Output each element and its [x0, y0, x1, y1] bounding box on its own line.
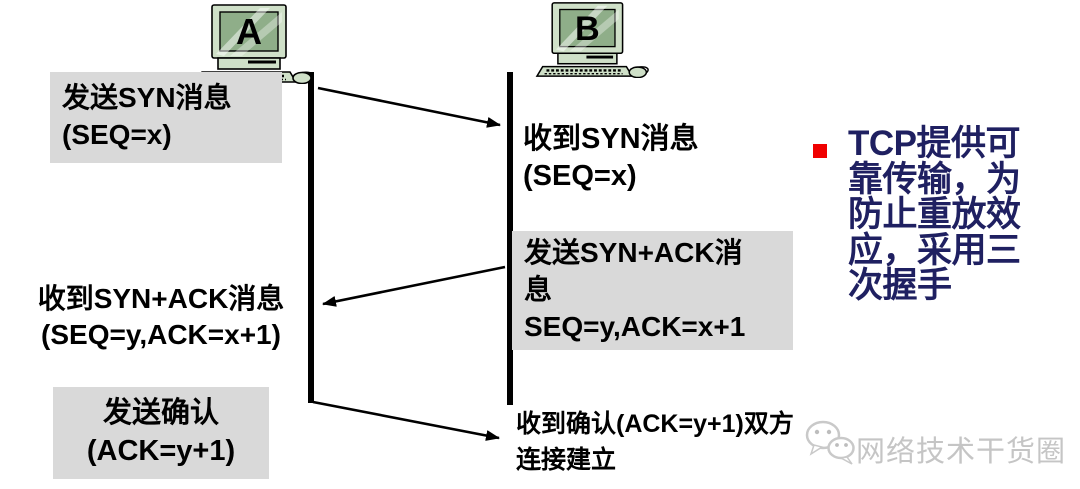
note-line-2: 靠传输，为	[848, 159, 1021, 199]
lifeline-host-a	[308, 72, 314, 403]
note-bullet	[813, 144, 827, 158]
note-line-4: 应，采用三	[848, 230, 1021, 270]
event-box-send-syn-ack: 发送SYN+ACK消 息 SEQ=y,ACK=x+1	[512, 231, 793, 350]
recv-ack-line2: 连接建立	[516, 446, 617, 474]
recv-ack-line1: 收到确认(ACK=y+1)双方	[516, 410, 794, 438]
host-b-computer-icon: B	[535, 2, 649, 78]
lifeline-host-b	[507, 72, 513, 405]
event-box-send-syn: 发送SYN消息 (SEQ=x)	[50, 72, 282, 163]
event-recv-ack: 收到确认(ACK=y+1)双方 连接建立	[516, 406, 794, 478]
note-line-3: 防止重放效	[848, 195, 1021, 234]
event-box-send-ack: 发送确认 (ACK=y+1)	[53, 387, 269, 479]
wechat-icon	[805, 420, 855, 465]
host-b-label: B	[575, 10, 600, 48]
recv-syn-line1: 收到SYN消息	[523, 123, 699, 155]
note-line-5: 次握手	[848, 266, 952, 305]
send-syn-line1: 发送SYN消息	[62, 82, 232, 113]
note-text: TCP提供可 靠传输，为 防止重放效 应，采用三 次握手	[848, 126, 1021, 304]
send-syn-line2: (SEQ=x)	[62, 119, 172, 150]
send-syn-ack-line3: SEQ=y,ACK=x+1	[524, 311, 746, 342]
syn-arrow	[317, 86, 501, 128]
send-syn-ack-line1: 发送SYN+ACK消	[524, 237, 743, 268]
send-ack-line1: 发送确认	[102, 397, 219, 429]
event-recv-syn-ack: 收到SYN+ACK消息 (SEQ=y,ACK=x+1)	[12, 281, 310, 353]
recv-syn-line2: (SEQ=x)	[523, 160, 637, 192]
recv-syn-ack-line2: (SEQ=y,ACK=x+1)	[41, 319, 281, 350]
send-ack-line2: (ACK=y+1)	[86, 435, 236, 467]
send-syn-ack-line2: 息	[524, 274, 553, 305]
recv-syn-ack-line1: 收到SYN+ACK消息	[37, 283, 285, 314]
host-a-label: A	[236, 11, 262, 52]
event-recv-syn: 收到SYN消息 (SEQ=x)	[523, 121, 699, 195]
ack-arrow	[312, 400, 500, 441]
note-line-1: TCP提供可	[848, 124, 1021, 163]
watermark-text: 网络技术干货圈	[856, 436, 1067, 468]
syn-ack-arrow	[322, 265, 506, 307]
